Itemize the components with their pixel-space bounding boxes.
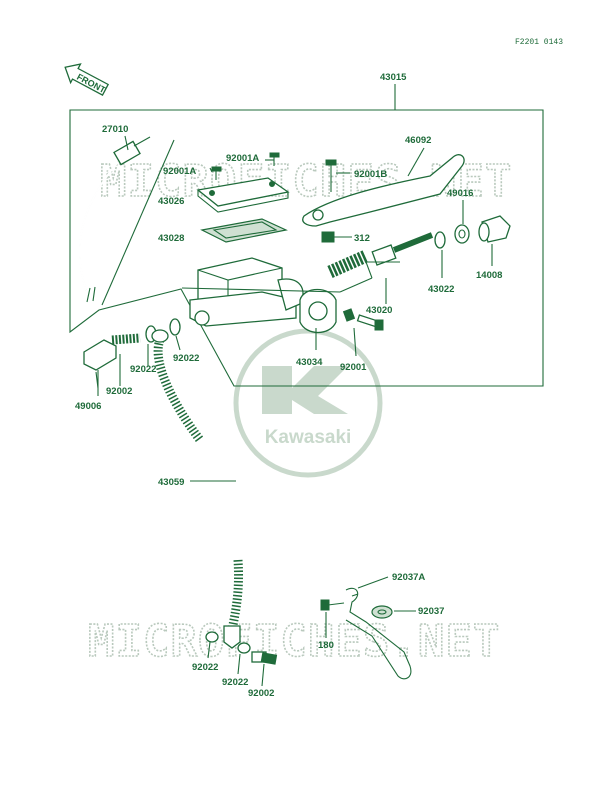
part-43022: 43022 (428, 284, 454, 295)
cap-screws (211, 152, 280, 180)
watermark-bottom: MICROFICHES.NET (88, 616, 500, 667)
part-14008: 14008 (476, 270, 502, 281)
banjo-fitting-top (83, 318, 181, 396)
part-180: 180 (318, 640, 334, 651)
part-92037A: 92037A (392, 572, 425, 583)
part-312: 312 (354, 233, 370, 244)
part-43059: 43059 (158, 477, 184, 488)
clamp-bolts (342, 308, 384, 357)
part-92001: 92001 (340, 362, 367, 373)
banjo-fitting-bottom (205, 631, 278, 687)
part-43034: 43034 (296, 357, 323, 368)
logo-text: Kawasaki (265, 427, 352, 448)
part-92001A-right: 92001A (226, 153, 259, 164)
diagram-code: F2201 0143 (515, 38, 563, 47)
handlebar-clamp (299, 288, 337, 350)
part-46092: 46092 (405, 135, 431, 146)
part-43028: 43028 (158, 233, 184, 244)
part-92022-a: 92022 (173, 353, 199, 364)
part-92002-bottom: 92002 (248, 688, 274, 699)
part-43020: 43020 (366, 305, 392, 316)
kawasaki-logo-watermark: Kawasaki (233, 328, 383, 478)
part-92022-b: 92022 (130, 364, 156, 375)
brake-lever (302, 147, 465, 243)
part-49006: 49006 (75, 401, 101, 412)
part-92001A-left: 92001A (163, 166, 196, 177)
front-arrow-icon: FRONT (64, 63, 110, 96)
part-92022-d: 92022 (222, 677, 248, 688)
master-cylinder-body (189, 257, 304, 327)
brake-light-switch (78, 135, 175, 306)
part-92022-c: 92022 (192, 662, 218, 673)
assembly-outline (69, 84, 544, 387)
part-92002-top: 92002 (106, 386, 132, 397)
part-43015: 43015 (380, 72, 407, 83)
part-27010: 27010 (102, 124, 128, 135)
part-49016: 49016 (447, 188, 473, 199)
lever-pivot-parts (434, 200, 511, 278)
part-92001B: 92001B (354, 169, 387, 180)
part-92037: 92037 (418, 606, 444, 617)
brake-hose (151, 329, 247, 649)
piston-assembly (181, 232, 434, 304)
switch-bracket (320, 576, 416, 680)
part-43026: 43026 (158, 196, 184, 207)
